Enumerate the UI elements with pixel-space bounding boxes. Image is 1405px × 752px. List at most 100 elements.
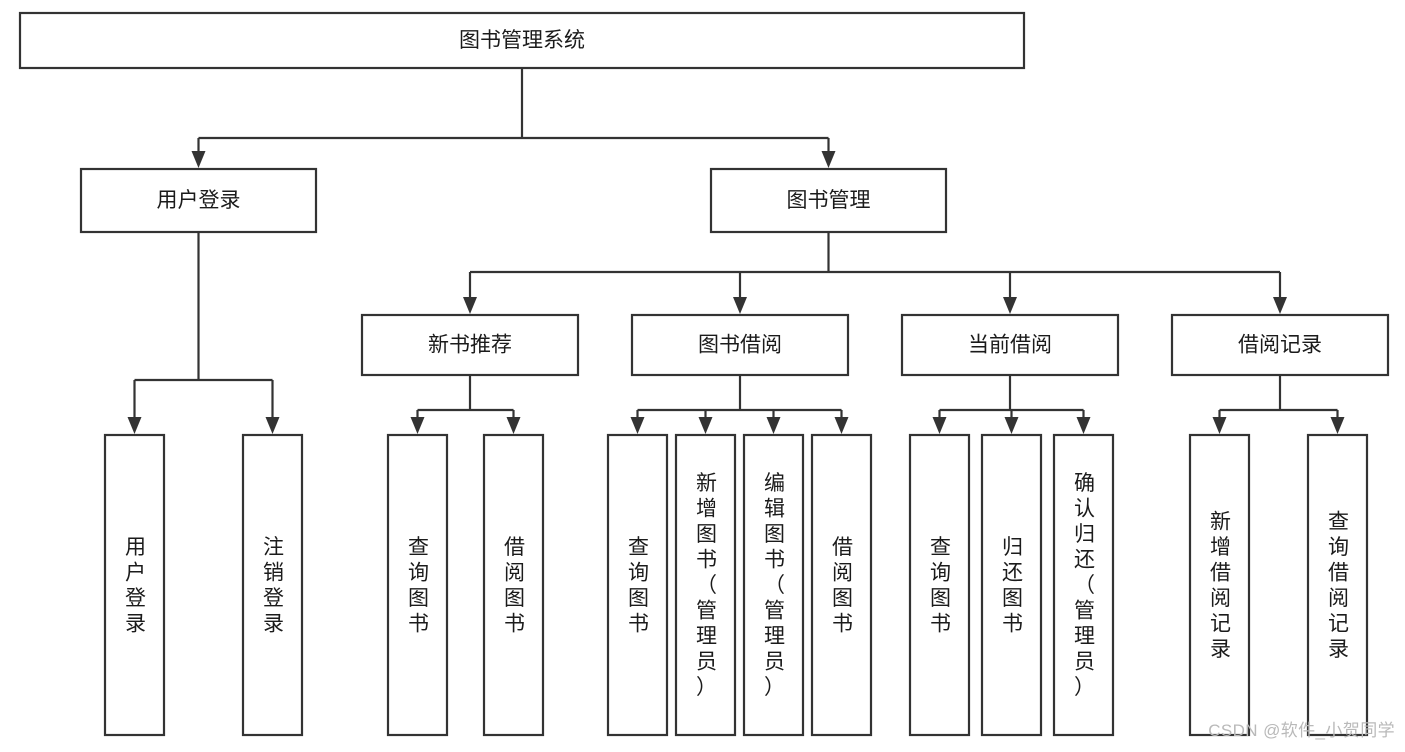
node-label-char: 辑 — [764, 498, 785, 521]
node-label: 借阅记录 — [1238, 334, 1322, 357]
node-label-char: 认 — [1074, 498, 1095, 521]
node-label-char: 借 — [832, 536, 853, 559]
node-book-management[interactable]: 图书管理 — [709, 167, 948, 234]
node-label-char: 图 — [832, 587, 853, 610]
node-label-char: 查 — [930, 536, 951, 559]
connector-borrow-record-to-leaves — [1212, 375, 1345, 434]
node-label-char: 查 — [408, 536, 429, 559]
arrow-head-icon — [1212, 417, 1227, 434]
node-label-char: 图 — [930, 587, 951, 610]
node-label-char: 询 — [408, 561, 429, 584]
node-label-char: 询 — [1328, 536, 1349, 559]
node-label-char: 图 — [696, 523, 717, 546]
arrow-head-icon — [766, 417, 781, 434]
node-new-book-recommend[interactable]: 新书推荐 — [360, 313, 580, 377]
connector-root-to-level2 — [191, 68, 836, 168]
node-label-char: 管 — [764, 600, 785, 623]
node-label-char: ） — [696, 676, 717, 699]
arrow-head-icon — [191, 151, 206, 168]
node-root[interactable]: 图书管理系统 — [18, 11, 1026, 70]
node-label-char: 录 — [1328, 638, 1349, 661]
node-label-char: 书 — [1002, 612, 1023, 635]
connector-current-borrow-to-leaves — [932, 375, 1091, 434]
node-label-char: 图 — [764, 523, 785, 546]
node-label-char: （ — [764, 574, 785, 597]
node-label-char: 管 — [1074, 600, 1095, 623]
node-current-borrow[interactable]: 当前借阅 — [900, 313, 1120, 377]
arrow-head-icon — [733, 297, 747, 314]
node-borrow-record[interactable]: 借阅记录 — [1170, 313, 1390, 377]
node-label-char: 询 — [628, 561, 649, 584]
arrow-head-icon — [834, 417, 849, 434]
node-label-char: 用 — [125, 536, 146, 559]
arrow-head-icon — [506, 417, 521, 434]
node-label: 图书管理系统 — [459, 29, 585, 52]
node-label-char: 书 — [504, 612, 525, 635]
node-label: 图书借阅 — [698, 334, 782, 357]
node-label-char: 登 — [263, 587, 284, 610]
node-label-char: 新 — [1210, 510, 1231, 533]
arrow-head-icon — [410, 417, 425, 434]
node-label: 当前借阅 — [968, 334, 1052, 357]
arrow-head-icon — [463, 297, 477, 314]
node-label-char: 阅 — [832, 561, 853, 584]
node-label-char: 员 — [696, 651, 717, 674]
node-label-char: 编 — [764, 472, 785, 495]
node-book-borrow[interactable]: 图书借阅 — [630, 313, 850, 377]
node-label: 用户登录 — [157, 189, 241, 212]
node-label-char: 查 — [1328, 510, 1349, 533]
arrow-head-icon — [932, 417, 947, 434]
node-user-login[interactable]: 用户登录 — [79, 167, 318, 234]
node-label-char: 图 — [504, 587, 525, 610]
node-label-char: 阅 — [1210, 587, 1231, 610]
node-label-char: 书 — [628, 612, 649, 635]
node-label-char: 阅 — [504, 561, 525, 584]
node-label-char: 员 — [1074, 651, 1095, 674]
node-label-char: 书 — [696, 549, 717, 572]
node-label-char: 理 — [696, 625, 717, 648]
arrow-head-icon — [1076, 417, 1091, 434]
arrow-head-icon — [1003, 297, 1017, 314]
node-label-char: 图 — [628, 587, 649, 610]
node-label-char: 书 — [832, 612, 853, 635]
node-label-char: 理 — [1074, 625, 1095, 648]
arrow-head-icon — [127, 417, 142, 434]
node-label-char: 新 — [696, 472, 717, 495]
node-label-char: 理 — [764, 625, 785, 648]
node-label-char: 查 — [628, 536, 649, 559]
csdn-watermark: CSDN @软件_小贺同学 — [1208, 721, 1395, 740]
node-user-login-login[interactable]: 用户登录 — [103, 433, 166, 737]
arrow-head-icon — [265, 417, 280, 434]
node-label-char: 录 — [1210, 638, 1231, 661]
node-label-char: 归 — [1002, 536, 1023, 559]
node-label-char: 录 — [125, 612, 146, 635]
node-label-char: ） — [764, 676, 785, 699]
arrow-head-icon — [1273, 297, 1287, 314]
node-label-char: 借 — [1210, 561, 1231, 584]
node-label-vertical: 用户登录 — [125, 536, 146, 636]
